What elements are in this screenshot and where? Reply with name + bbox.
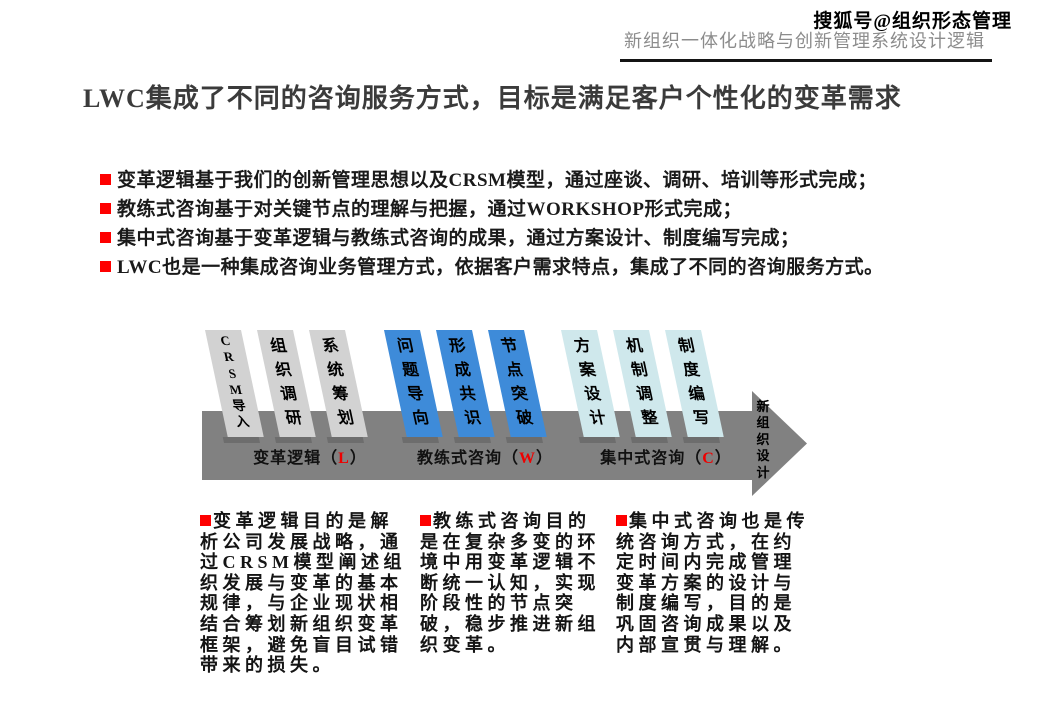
list-item: 变革逻辑基于我们的创新管理思想以及CRSM模型，通过座谈、调研、培训等形式完成； [100, 166, 930, 195]
stage-letter: L [338, 450, 350, 467]
page-title: LWC集成了不同的咨询服务方式，目标是满足客户个性化的变革需求 [83, 84, 902, 113]
stage-label-text: ） [349, 450, 367, 467]
arrowhead-label: 新组织设计 [756, 399, 770, 480]
description-column-change-logic: 变革逻辑目的是解析公司发展战略，通过CRSM模型阐述组织发展与变革的基本规律，与… [200, 511, 410, 676]
bullet-square-icon [100, 203, 111, 214]
column-text: 教练式咨询目的是在复杂多变的环境中用变革逻辑不断统一认知，实现阶段性的节点突破，… [420, 511, 600, 655]
bullet-square-icon [100, 261, 111, 272]
bullet-square-icon [616, 515, 627, 526]
description-column-centralized: 集中式咨询也是传统咨询方式，在约定时间内完成管理变革方案的设计与制度编写，目的是… [616, 511, 814, 655]
list-item: LWC也是一种集成咨询业务管理方式，依据客户需求特点，集成了不同的咨询服务方式。 [100, 253, 930, 282]
stage-label-centralized: 集中式咨询（C） [566, 444, 766, 468]
stage-label-text: 集中式咨询（ [600, 450, 703, 467]
list-item: 教练式咨询基于对关键节点的理解与把握，通过WORKSHOP形式完成； [100, 195, 930, 224]
header-rule [620, 59, 992, 62]
description-column-coaching: 教练式咨询目的是在复杂多变的环境中用变革逻辑不断统一认知，实现阶段性的节点突破，… [420, 511, 604, 655]
bullet-text: 变革逻辑基于我们的创新管理思想以及CRSM模型，通过座谈、调研、培训等形式完成； [117, 170, 877, 191]
bullet-text: 教练式咨询基于对关键节点的理解与把握，通过WORKSHOP形式完成； [117, 199, 743, 220]
stage-label-change-logic: 变革逻辑（L） [210, 444, 410, 468]
bullet-text: 集中式咨询基于变革逻辑与教练式咨询的成果，通过方案设计、制度编写完成； [117, 228, 800, 249]
stage-letter: C [702, 450, 715, 467]
stage-letter: W [519, 450, 536, 467]
stage-label-text: ） [536, 450, 554, 467]
stage-label-text: ） [714, 450, 732, 467]
stage-label-coaching: 教练式咨询（W） [385, 444, 585, 468]
bullet-square-icon [100, 174, 111, 185]
stage-label-text: 变革逻辑（ [253, 450, 339, 467]
column-text: 集中式咨询也是传统咨询方式，在约定时间内完成管理变革方案的设计与制度编写，目的是… [616, 511, 809, 655]
header-subtitle: 新组织一体化战略与创新管理系统设计逻辑 [624, 31, 985, 51]
watermark-text: 搜狐号@组织形态管理 [813, 11, 1012, 32]
bullet-square-icon [200, 515, 211, 526]
bullet-square-icon [100, 232, 111, 243]
stage-label-text: 教练式咨询（ [416, 450, 519, 467]
bullet-text: LWC也是一种集成咨询业务管理方式，依据客户需求特点，集成了不同的咨询服务方式。 [117, 257, 884, 278]
list-item: 集中式咨询基于变革逻辑与教练式咨询的成果，通过方案设计、制度编写完成； [100, 224, 930, 253]
column-text: 变革逻辑目的是解析公司发展战略，通过CRSM模型阐述组织发展与变革的基本规律，与… [200, 511, 406, 676]
bullet-square-icon [420, 515, 431, 526]
bullet-list: 变革逻辑基于我们的创新管理思想以及CRSM模型，通过座谈、调研、培训等形式完成；… [100, 166, 930, 282]
